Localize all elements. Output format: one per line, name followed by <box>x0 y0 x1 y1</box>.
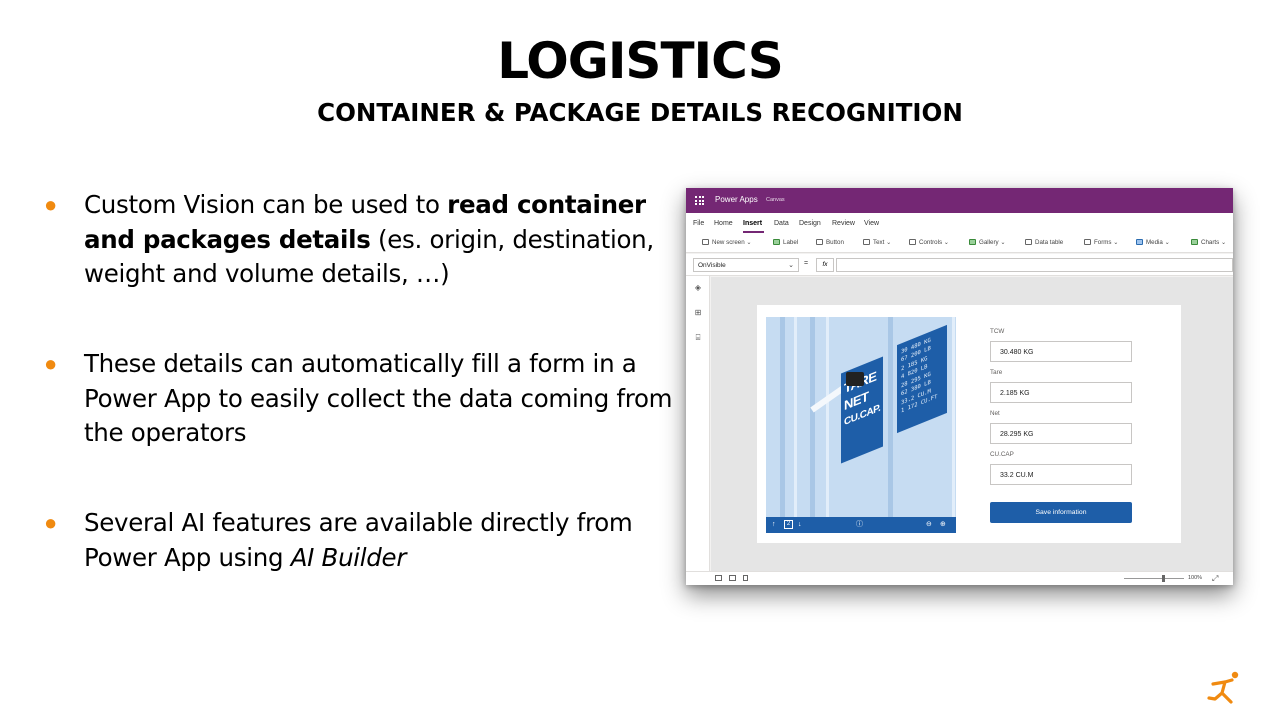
menu-data[interactable]: Data <box>774 220 789 227</box>
app-launcher-icon[interactable] <box>695 196 704 205</box>
insert-icon[interactable]: ⊞ <box>694 308 702 317</box>
ribbon-label[interactable]: Label <box>773 239 798 246</box>
ribbon-button[interactable]: Button <box>816 239 844 246</box>
chart-icon <box>1191 239 1198 245</box>
field-label-tare: Tare <box>990 369 1003 376</box>
page-number: 2 <box>784 520 793 529</box>
field-label-tcw: TCW <box>990 328 1005 335</box>
ribbon-gallery[interactable]: Gallery ⌄ <box>969 239 1006 246</box>
app-mode: Canvas <box>766 197 785 203</box>
menu-insert[interactable]: Insert <box>743 220 763 227</box>
bullet-dot-icon: ● <box>44 351 58 376</box>
label-icon <box>773 239 780 245</box>
ribbon-data-table[interactable]: Data table <box>1025 239 1063 246</box>
expand-icon[interactable]: ⤢ <box>1212 574 1219 583</box>
formula-bar: OnVisible ⌄ = fx <box>686 254 1233 276</box>
zoom-level: 100% <box>1188 575 1203 581</box>
property-dropdown[interactable]: OnVisible ⌄ <box>693 258 799 272</box>
ribbon-text[interactable]: Text ⌄ <box>863 239 891 246</box>
gallery-icon <box>969 239 976 245</box>
menu-design[interactable]: Design <box>799 220 821 227</box>
field-label-cucap: CU.CAP <box>990 451 1014 458</box>
menu-view[interactable]: View <box>864 220 880 227</box>
slide-title: LOGISTICS <box>497 32 784 90</box>
fx-button[interactable]: fx <box>816 258 834 272</box>
ribbon-forms[interactable]: Forms ⌄ <box>1084 239 1118 246</box>
media-icon <box>1136 239 1143 245</box>
zoom-in-icon[interactable]: ⊕ <box>940 521 946 528</box>
menu-file[interactable]: File <box>693 220 705 227</box>
ribbon-charts[interactable]: Charts ⌄ <box>1191 239 1226 246</box>
bullet-text: Custom Vision can be used to read contai… <box>84 190 654 288</box>
desktop-icon[interactable] <box>715 575 722 581</box>
controls-icon <box>909 239 916 245</box>
ribbon-controls[interactable]: Controls ⌄ <box>909 239 949 246</box>
info-icon[interactable]: ⓘ <box>856 521 863 528</box>
tree-view-icon[interactable]: ◈ <box>694 283 702 292</box>
left-rail: ◈ ⊞ ⌸ <box>686 276 710 571</box>
active-menu-indicator <box>743 231 764 233</box>
design-canvas: TARE NET CU.CAP. 30 480 KG 67 200 LB 2 1… <box>711 277 1233 571</box>
status-bar: 100% ⤢ <box>686 571 1233 585</box>
tcw-input[interactable]: 30.480 KG <box>990 341 1132 362</box>
save-information-button[interactable]: Save information <box>990 502 1132 523</box>
menu-review[interactable]: Review <box>832 220 855 227</box>
forms-icon <box>1084 239 1091 245</box>
menu-home[interactable]: Home <box>714 220 733 227</box>
text-icon <box>863 239 870 245</box>
equals-sign: = <box>804 260 809 267</box>
app-screen: TARE NET CU.CAP. 30 480 KG 67 200 LB 2 1… <box>757 305 1181 543</box>
phone-icon[interactable] <box>743 575 748 581</box>
cucap-input[interactable]: 33.2 CU.M <box>990 464 1132 485</box>
formula-input[interactable] <box>836 258 1233 272</box>
net-input[interactable]: 28.295 KG <box>990 423 1132 444</box>
slide-subtitle: CONTAINER & PACKAGE DETAILS RECOGNITION <box>317 98 963 127</box>
bullet-text: Several AI features are available direct… <box>84 508 633 572</box>
bullet-dot-icon: ● <box>44 510 58 535</box>
arrow-down-icon[interactable]: ↓ <box>798 521 802 528</box>
ribbon-new-screen[interactable]: New screen ⌄ <box>702 239 752 246</box>
power-apps-screenshot: Power Apps Canvas File Home Insert Data … <box>686 188 1233 585</box>
door-latch <box>846 372 864 386</box>
company-logo <box>1207 671 1239 704</box>
container-photo: TARE NET CU.CAP. 30 480 KG 67 200 LB 2 1… <box>766 317 956 533</box>
screen-icon <box>702 239 709 245</box>
container-label-panel-right: 30 480 KG 67 200 LB 2 185 KG 4 820 LB 28… <box>897 324 947 434</box>
ribbon-media[interactable]: Media ⌄ <box>1136 239 1170 246</box>
table-icon <box>1025 239 1032 245</box>
photo-toolbar: ↑ 2 ↓ ⓘ ⊖ ⊕ <box>766 517 956 533</box>
app-titlebar: Power Apps Canvas <box>686 188 1233 213</box>
button-icon <box>816 239 823 245</box>
chevron-down-icon: ⌄ <box>788 262 794 269</box>
app-name: Power Apps <box>715 195 758 204</box>
bullet-text: These details can automatically fill a f… <box>84 349 673 447</box>
menu-bar: File Home Insert Data Design Review View <box>686 213 1233 233</box>
arrow-up-icon[interactable]: ↑ <box>772 521 776 528</box>
zoom-out-icon[interactable]: ⊖ <box>926 521 932 528</box>
zoom-slider[interactable] <box>1124 578 1184 579</box>
tare-input[interactable]: 2.185 KG <box>990 382 1132 403</box>
field-label-net: Net <box>990 410 1000 417</box>
zoom-thumb[interactable] <box>1162 575 1165 582</box>
tablet-icon[interactable] <box>729 575 736 581</box>
insert-ribbon: New screen ⌄ Label Button Text ⌄ Control… <box>686 233 1233 253</box>
data-icon[interactable]: ⌸ <box>695 333 701 342</box>
bullet-dot-icon: ● <box>44 192 58 217</box>
